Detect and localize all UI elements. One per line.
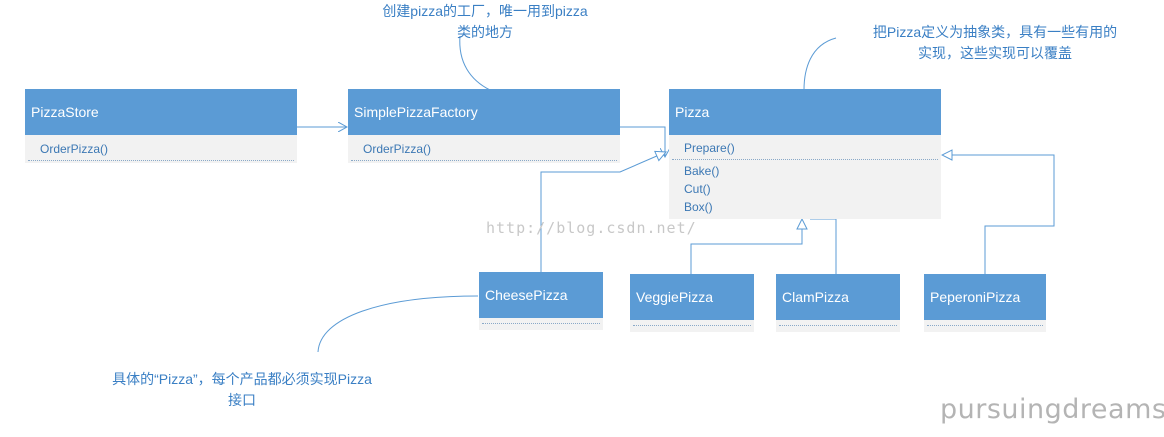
method-order-pizza: OrderPizza() xyxy=(363,142,432,156)
class-cheese-pizza-name: CheesePizza xyxy=(479,272,603,318)
signature-watermark: pursuingdreams xyxy=(940,394,1164,425)
factory-note-callout xyxy=(459,35,491,91)
note-concrete: 具体的“Pizza”，每个产品都必须实现Pizza 接口 xyxy=(62,369,422,411)
note-factory: 创建pizza的工厂，唯一用到pizza 类的地方 xyxy=(345,1,625,43)
peperoni-inherit-line xyxy=(942,155,1055,274)
class-pizza-store-name: PizzaStore xyxy=(25,89,297,135)
class-pizza-store[interactable]: PizzaStore OrderPizza() xyxy=(25,89,297,163)
class-pizza-store-methods: OrderPizza() xyxy=(25,135,297,158)
class-veggie-pizza[interactable]: VeggiePizza xyxy=(630,274,754,332)
concrete-note-callout xyxy=(317,295,479,353)
section-divider xyxy=(779,325,897,326)
class-pizza-name: Pizza xyxy=(669,89,941,135)
class-clam-pizza-name: ClamPizza xyxy=(776,274,900,320)
section-divider xyxy=(482,323,600,324)
section-divider xyxy=(672,159,938,160)
class-peperoni-pizza-name: PeperoniPizza xyxy=(924,274,1046,320)
section-divider xyxy=(28,160,294,161)
class-simple-pizza-factory-methods: OrderPizza() xyxy=(348,135,620,158)
note-pizza: 把Pizza定义为抽象类，具有一些有用的 实现，这些实现可以覆盖 xyxy=(830,22,1160,64)
note-concrete-line-2: 接口 xyxy=(228,392,256,408)
class-simple-pizza-factory-name: SimplePizzaFactory xyxy=(348,89,620,135)
note-factory-line-2: 类的地方 xyxy=(457,24,513,40)
method-bake: Bake() xyxy=(684,164,720,178)
section-divider xyxy=(927,325,1043,326)
class-veggie-pizza-name: VeggiePizza xyxy=(630,274,754,320)
method-prepare: Prepare() xyxy=(684,141,735,155)
clam-inherit-line xyxy=(810,218,837,274)
watermark-url: http://blog.csdn.net/ xyxy=(486,219,697,237)
method-order-pizza: OrderPizza() xyxy=(40,142,109,156)
section-divider xyxy=(633,325,751,326)
veggie-inherit-line xyxy=(690,219,802,274)
note-factory-line-1: 创建pizza的工厂，唯一用到pizza xyxy=(382,3,588,19)
note-pizza-line-1: 把Pizza定义为抽象类，具有一些有用的 xyxy=(872,24,1118,40)
class-cheese-pizza[interactable]: CheesePizza xyxy=(479,272,603,330)
class-peperoni-pizza[interactable]: PeperoniPizza xyxy=(924,274,1046,332)
factory-to-pizza-arrow xyxy=(620,126,665,157)
class-simple-pizza-factory[interactable]: SimplePizzaFactory OrderPizza() xyxy=(348,89,620,163)
method-cut: Cut() xyxy=(684,182,711,196)
note-pizza-line-2: 实现，这些实现可以覆盖 xyxy=(918,45,1072,61)
class-pizza-methods-top: Prepare() xyxy=(669,135,941,157)
method-box: Box() xyxy=(684,200,713,214)
class-clam-pizza[interactable]: ClamPizza xyxy=(776,274,900,332)
cheese-inherit-line xyxy=(540,152,666,272)
class-pizza-methods-bottom: Bake() Cut() Box() xyxy=(669,160,941,216)
section-divider xyxy=(351,160,617,161)
pizza-note-callout xyxy=(803,37,837,91)
note-concrete-line-1: 具体的“Pizza”，每个产品都必须实现Pizza xyxy=(112,371,372,387)
class-pizza[interactable]: Pizza Prepare() Bake() Cut() Box() xyxy=(669,89,941,219)
